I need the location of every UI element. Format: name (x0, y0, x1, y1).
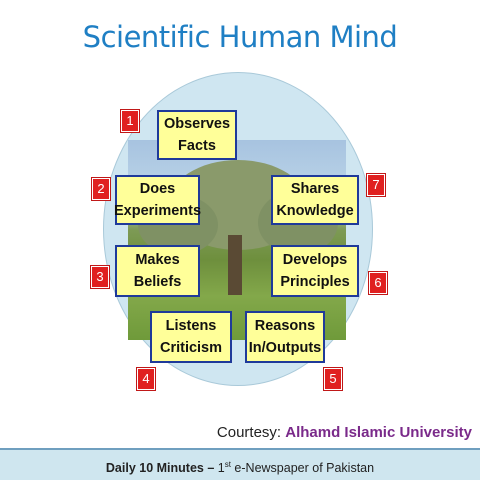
box-does-experiments: Does Experiments (114, 175, 201, 225)
badge-7: 7 (367, 174, 385, 196)
footer-banner: Daily 10 Minutes – 1st e-Newspaper of Pa… (0, 448, 480, 480)
box-shares-knowledge: Shares Knowledge (271, 175, 359, 225)
badge-6: 6 (369, 272, 387, 294)
box-develops-principles: Develops Principles (271, 245, 359, 297)
badge-3: 3 (91, 266, 109, 288)
footer-text-1: 1 (214, 461, 225, 476)
footer-text-2: e-Newspaper of Pakistan (230, 461, 375, 476)
box-observes-facts: Observes Facts (157, 110, 237, 160)
box-reasons-inoutputs: Reasons In/Outputs (245, 311, 325, 363)
box-listens-criticism: Listens Criticism (150, 311, 232, 363)
badge-2: 2 (92, 178, 110, 200)
box-makes-beliefs: Makes Beliefs (115, 245, 200, 297)
footer-ordinal: st (224, 460, 231, 469)
diagram-title: Scientific Human Mind (82, 20, 398, 54)
badge-1: 1 (121, 110, 139, 132)
tree-trunk (228, 235, 242, 295)
courtesy-line: Courtesy: Alhamd Islamic University (217, 424, 472, 441)
footer-brand: Daily 10 Minutes – (105, 461, 215, 476)
courtesy-organization: Alhamd Islamic University (285, 424, 472, 441)
badge-4: 4 (137, 368, 155, 390)
tree-photo (128, 140, 346, 340)
courtesy-prefix: Courtesy: (216, 424, 286, 441)
badge-5: 5 (324, 368, 342, 390)
